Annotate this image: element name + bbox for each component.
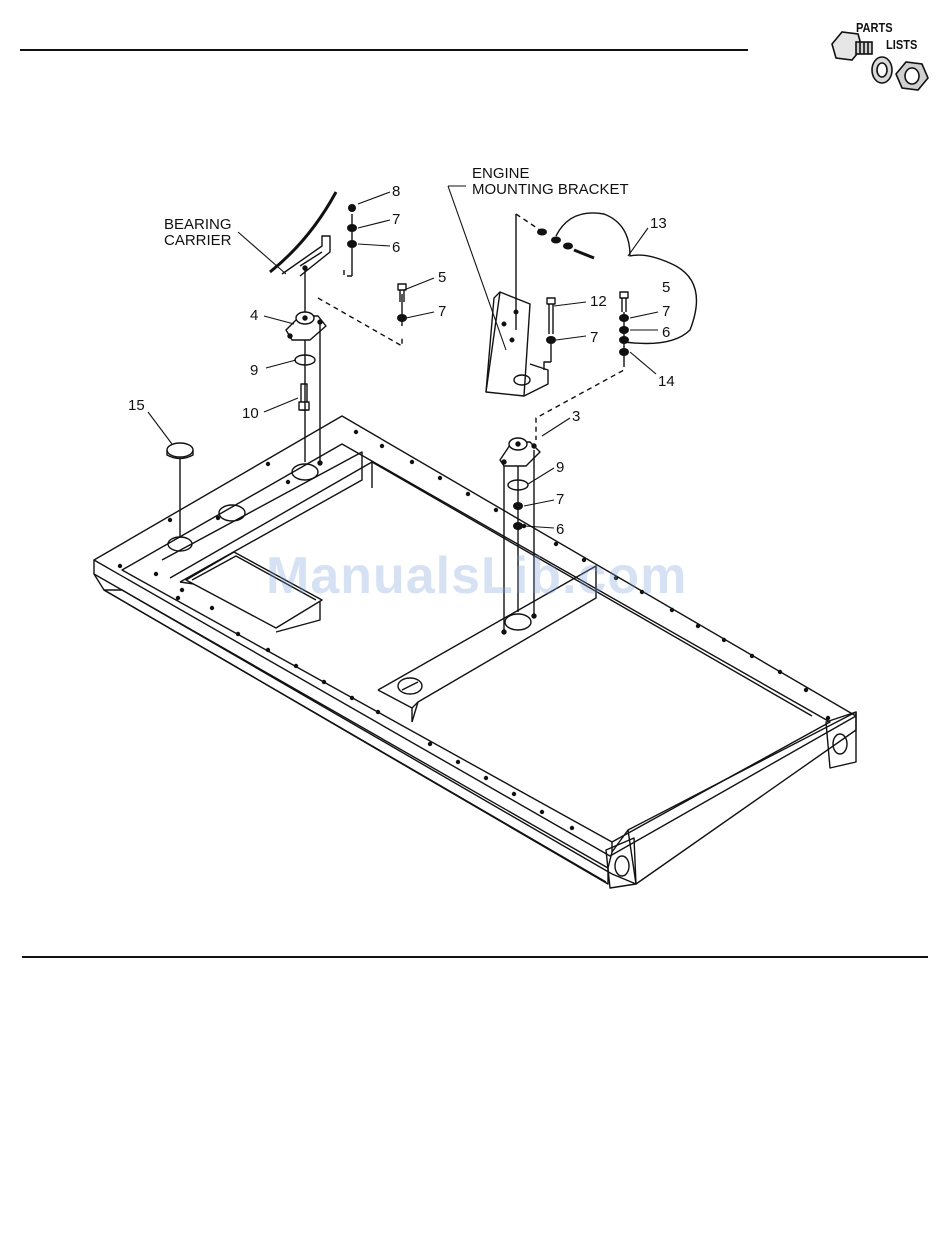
callout-6-b: 6	[662, 324, 670, 341]
callout-7-b: 7	[438, 303, 446, 320]
bolt-12	[547, 298, 555, 334]
watermark: ManualsLib.com	[266, 546, 687, 606]
callout-8: 8	[392, 183, 400, 200]
callout-7-e: 7	[556, 491, 564, 508]
callout-6-c: 6	[556, 521, 564, 538]
bearing-carrier	[270, 192, 336, 276]
engine-mounting-bracket	[486, 292, 548, 396]
callout-3: 3	[572, 408, 580, 425]
callout-13: 13	[650, 215, 667, 232]
callout-5-a: 5	[438, 269, 446, 286]
label-engine-mounting-bracket-line1: ENGINE	[472, 165, 530, 182]
callout-9-b: 9	[556, 459, 564, 476]
bolt-5-right	[620, 292, 628, 312]
ground-strap	[556, 213, 696, 344]
callout-12: 12	[590, 293, 607, 310]
callout-7-a: 7	[392, 211, 400, 228]
callout-7-c: 7	[590, 329, 598, 346]
label-engine-mounting-bracket-line2: MOUNTING BRACKET	[472, 181, 629, 198]
callout-10: 10	[242, 405, 259, 422]
label-bearing-carrier-line1: BEARING	[164, 216, 232, 233]
ground-strap-hardware	[537, 229, 573, 250]
callout-14: 14	[658, 373, 675, 390]
callout-5-b: 5	[662, 279, 670, 296]
callout-15: 15	[128, 397, 145, 414]
callout-4: 4	[250, 307, 258, 324]
bolt-left	[299, 384, 309, 410]
label-bearing-carrier-line2: CARRIER	[164, 232, 232, 249]
callout-6-a: 6	[392, 239, 400, 256]
base-frame	[94, 416, 856, 888]
callout-9-a: 9	[250, 362, 258, 379]
callout-7-d: 7	[662, 303, 670, 320]
